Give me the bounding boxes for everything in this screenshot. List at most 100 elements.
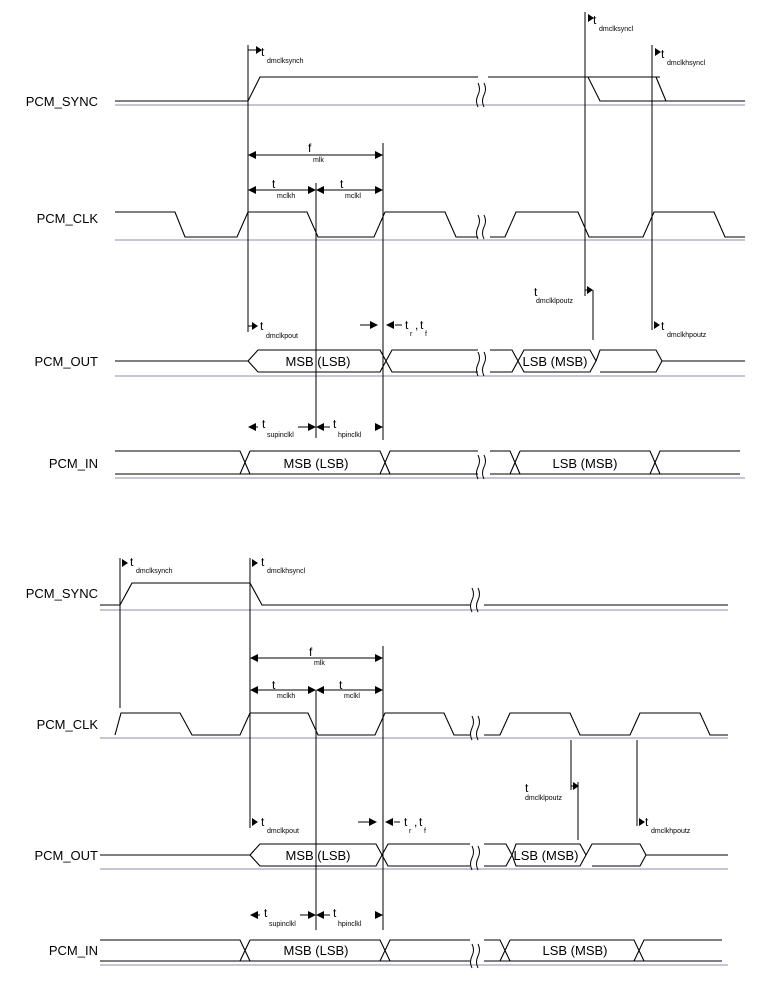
signal-label-pcm-in: PCM_IN (49, 943, 98, 958)
pcm-in-last-bit-label: LSB (MSB) (552, 456, 617, 471)
timing-dmclkhpoutz: t dmclkhpoutz (654, 319, 707, 339)
svg-text:mclkl: mclkl (345, 193, 361, 200)
signal-label-pcm-out: PCM_OUT (34, 354, 98, 369)
pcm-sync-waveform (115, 76, 745, 108)
pcm-out-last-bit-label: LSB (MSB) (522, 354, 587, 369)
svg-text:mclkh: mclkh (277, 193, 295, 200)
svg-text:dmclkhsyncl: dmclkhsyncl (667, 60, 706, 67)
svg-text:f: f (309, 645, 313, 659)
svg-text:dmclkhsyncl: dmclkhsyncl (267, 568, 306, 575)
timing-mclkl: t mclkl (316, 678, 383, 700)
signal-label-pcm-out: PCM_OUT (34, 848, 98, 863)
pcm-out-last-bit-label: LSB (MSB) (513, 848, 578, 863)
timing-mclkl: t mclkl (316, 177, 383, 200)
svg-text:mclkh: mclkh (277, 693, 295, 700)
svg-text:dmclksynch: dmclksynch (136, 568, 173, 575)
pcm-in-waveform: MSB (LSB) LSB (MSB) (100, 939, 728, 969)
svg-text:r: r (409, 828, 412, 835)
pcm-clk-waveform (100, 712, 728, 741)
signal-label-pcm-clk: PCM_CLK (37, 211, 99, 226)
pcm-sync-waveform (100, 582, 728, 613)
svg-text:,: , (415, 318, 418, 332)
signal-label-pcm-in: PCM_IN (49, 456, 98, 471)
svg-text:dmclkhpoutz: dmclkhpoutz (651, 828, 691, 835)
timing-dmclkhsyncl: t dmclkhsyncl (655, 47, 706, 67)
pcm-out-first-bit-label: MSB (LSB) (285, 848, 350, 863)
svg-text:f: f (424, 828, 426, 835)
svg-text:dmclklpoutz: dmclklpoutz (536, 298, 573, 305)
pcm-clk-waveform (115, 211, 745, 241)
svg-text:t: t (661, 319, 665, 333)
pcm-in-waveform: MSB (LSB) LSB (MSB) (115, 450, 745, 480)
timing-diagram-1: PCM_SYNC PCM_CLK PCM_OUT PCM_IN (26, 12, 745, 480)
svg-text:dmclksynch: dmclksynch (267, 58, 304, 65)
svg-text:supinclkl: supinclkl (267, 432, 294, 439)
timing-hpinclkl: t hpinclkl (316, 417, 383, 439)
svg-text:dmclklpoutz: dmclklpoutz (525, 795, 562, 802)
svg-text:t: t (261, 555, 265, 569)
svg-text:mlk: mlk (313, 157, 324, 164)
svg-text:t: t (272, 678, 276, 692)
pcm-in-first-bit-label: MSB (LSB) (283, 943, 348, 958)
timing-dmclkpout: t dmclkpout (252, 815, 299, 835)
pcm-out-first-bit-label: MSB (LSB) (285, 354, 350, 369)
timing-dmclksynch: t dmclksynch (248, 45, 304, 65)
svg-text:t: t (339, 678, 343, 692)
svg-text:t: t (260, 319, 264, 333)
svg-text:t: t (264, 906, 268, 920)
svg-text:t: t (261, 45, 265, 59)
timing-dmclksynch: t dmclksynch (122, 555, 173, 575)
svg-text:dmclkhpoutz: dmclkhpoutz (667, 332, 707, 339)
signal-label-pcm-sync: PCM_SYNC (26, 94, 98, 109)
svg-text:t: t (261, 815, 265, 829)
timing-dmclkpout: t dmclkpout (248, 319, 298, 340)
svg-text:t: t (130, 555, 134, 569)
timing-supinclkl: t supinclkl (250, 906, 316, 928)
svg-text:t: t (661, 47, 665, 61)
timing-dmclklpoutz: t dmclklpoutz (534, 285, 593, 305)
svg-text:t: t (525, 781, 529, 795)
pcm-out-waveform: MSB (LSB) LSB (MSB) (100, 843, 728, 871)
timing-dmclksyncl: t dmclksyncl (588, 13, 634, 33)
timing-mclkh: t mclkh (250, 678, 316, 700)
svg-text:t: t (534, 285, 538, 299)
svg-text:t: t (272, 177, 276, 191)
svg-text:t: t (420, 318, 424, 332)
svg-text:t: t (593, 13, 597, 27)
timing-fmlk: f mlk (248, 141, 383, 164)
timing-fmlk: f mlk (250, 645, 383, 667)
svg-text:t: t (404, 815, 408, 829)
signal-label-pcm-clk: PCM_CLK (37, 717, 99, 732)
svg-text:mclkl: mclkl (344, 693, 360, 700)
pcm-out-waveform: MSB (LSB) LSB (MSB) (115, 349, 745, 377)
timing-hpinclkl: t hpinclkl (316, 906, 383, 928)
svg-text:f: f (425, 331, 427, 338)
reference-lines (247, 12, 653, 440)
timing-mclkh: t mclkh (248, 177, 316, 200)
svg-text:t: t (333, 417, 337, 431)
reference-lines (119, 558, 638, 930)
signal-label-pcm-sync: PCM_SYNC (26, 586, 98, 601)
svg-text:t: t (419, 815, 423, 829)
svg-text:t: t (645, 815, 649, 829)
timing-rise-fall: t r , t f (358, 815, 426, 835)
svg-text:t: t (340, 177, 344, 191)
svg-text:t: t (262, 417, 266, 431)
timing-dmclkhsyncl: t dmclkhsyncl (252, 555, 306, 575)
svg-text:supinclkl: supinclkl (269, 921, 296, 928)
timing-dmclklpoutz: t dmclklpoutz (525, 781, 579, 802)
svg-text:dmclksyncl: dmclksyncl (599, 26, 634, 33)
timing-dmclkhpoutz: t dmclkhpoutz (639, 815, 691, 835)
svg-text:dmclkpout: dmclkpout (266, 333, 298, 340)
svg-text:r: r (410, 331, 413, 338)
svg-text:mlk: mlk (314, 660, 325, 667)
pcm-in-first-bit-label: MSB (LSB) (283, 456, 348, 471)
timing-rise-fall: t r , t f (360, 318, 427, 338)
pcm-in-last-bit-label: LSB (MSB) (542, 943, 607, 958)
svg-text:t: t (405, 318, 409, 332)
svg-text:dmclkpout: dmclkpout (267, 828, 299, 835)
svg-text:t: t (333, 906, 337, 920)
timing-diagram-2: PCM_SYNC PCM_CLK PCM_OUT PCM_IN (26, 555, 728, 969)
svg-text:,: , (414, 815, 417, 829)
